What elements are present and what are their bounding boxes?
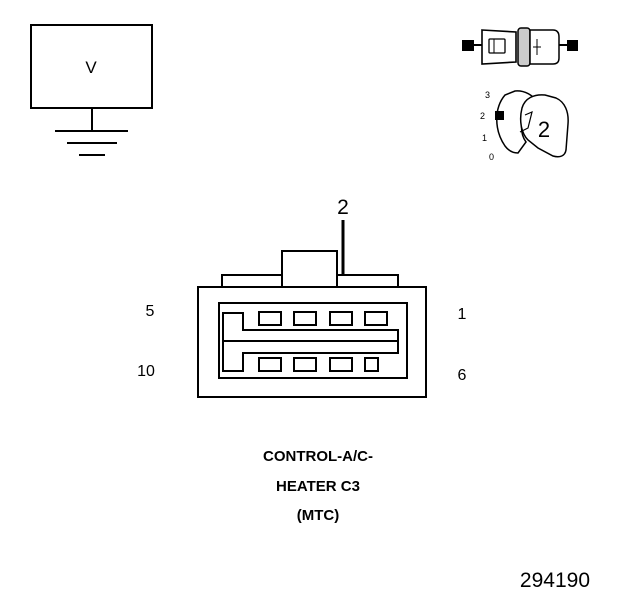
- plug-icon: [462, 27, 578, 67]
- switch-position-3: 3: [485, 90, 490, 100]
- terminal: [364, 357, 379, 372]
- selector-marker: [495, 111, 504, 120]
- ground-icon: [55, 130, 128, 156]
- pin-label-10: 10: [137, 363, 155, 380]
- switch-position-1: 1: [482, 133, 487, 143]
- connector-latch: [281, 250, 338, 288]
- caption-line-2: HEATER C3: [276, 478, 360, 495]
- connector-keyway: [222, 312, 399, 372]
- terminal: [293, 357, 317, 372]
- figure-id: 294190: [520, 569, 590, 592]
- connector-cavity: [218, 302, 408, 379]
- switch-position-2: 2: [480, 111, 485, 121]
- terminal: [258, 311, 282, 326]
- caption-line-1: CONTROL-A/C-: [263, 448, 373, 465]
- pin-label-5: 5: [146, 303, 155, 320]
- rotary-switch-icon: 3 2 1 0 2: [480, 90, 569, 162]
- voltmeter-label: V: [85, 58, 97, 77]
- switch-position-0: 0: [489, 152, 494, 162]
- probe-pin-label: 2: [337, 196, 349, 219]
- terminal: [293, 311, 317, 326]
- terminal: [258, 357, 282, 372]
- voltmeter: V: [30, 24, 153, 156]
- caption-line-3: (MTC): [297, 507, 339, 524]
- voltmeter-box: [30, 24, 153, 109]
- pin-label-1: 1: [458, 306, 467, 323]
- switch-selected-label: 2: [538, 117, 550, 142]
- terminal: [364, 311, 388, 326]
- terminal: [329, 357, 353, 372]
- pin-label-6: 6: [458, 367, 467, 384]
- connector-c3: [197, 250, 427, 398]
- terminal-pin-2: [329, 311, 353, 326]
